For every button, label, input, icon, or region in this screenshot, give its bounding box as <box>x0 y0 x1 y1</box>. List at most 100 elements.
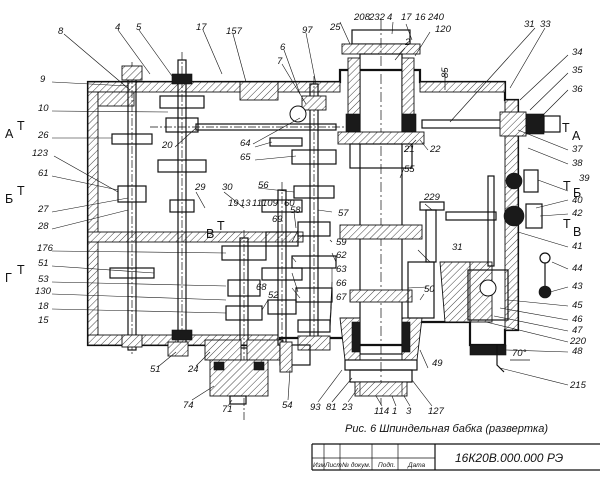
title-block-header: Изм <box>313 462 326 469</box>
callout-label: 52 <box>268 290 279 301</box>
callout-label: 56 <box>258 180 269 191</box>
callout-label: 4 <box>387 12 392 23</box>
section-tee: Т <box>17 263 25 277</box>
section-marker-v-right: Т В <box>563 217 581 239</box>
callout-label: 50 <box>424 284 435 295</box>
callout-label: 16 <box>415 12 426 23</box>
callout-label: 232 <box>368 12 386 23</box>
callout-label: 17 <box>196 22 207 33</box>
bottom-parts <box>167 70 530 405</box>
callout-label: 27 <box>37 204 49 215</box>
callout-label: 54 <box>282 400 293 411</box>
callout-label: 65 <box>240 152 251 163</box>
callout-label: 34 <box>572 47 583 58</box>
section-marker-v-mid: В Т <box>206 219 225 241</box>
shaft-2 <box>157 52 207 356</box>
callout-label: 64 <box>240 138 251 149</box>
callout-label: 59 <box>336 237 347 248</box>
section-letter: А <box>572 129 581 143</box>
callout-label: 30 <box>222 182 233 193</box>
callout-label: 63 <box>336 264 347 275</box>
callout-label: 33 <box>540 19 551 30</box>
callout-labels: 8 4 5 17 157 6 7 97 25 208 232 4 17 16 2… <box>32 12 590 417</box>
section-letter: А <box>5 127 14 141</box>
callout-label: 74 <box>183 400 194 411</box>
title-block-header: Дата <box>407 462 426 469</box>
shaft-3 <box>204 230 284 420</box>
callout-label: 26 <box>37 130 49 141</box>
callout-label: 67 <box>336 292 347 303</box>
right-mechanism <box>407 111 561 321</box>
title-block-header: № докум. <box>342 461 371 469</box>
section-marker-a-left: А Т <box>5 119 25 141</box>
section-letter: Г <box>5 271 12 285</box>
title-block-header: Подп. <box>378 461 395 469</box>
callout-label: 70° <box>512 348 527 359</box>
callout-label: 176 <box>37 243 54 254</box>
callout-label: 31 <box>452 242 463 253</box>
callout-label: 51 <box>150 364 161 375</box>
callout-label: 49 <box>432 358 443 369</box>
callout-label: 21 <box>403 144 415 155</box>
callout-label: 61 <box>38 168 49 179</box>
callout-label: 85 <box>440 67 451 78</box>
title-block-header: Лист <box>324 462 342 469</box>
callout-label: 24 <box>187 364 199 375</box>
callout-label: 215 <box>569 380 587 391</box>
figure-caption: Рис. 6 Шпиндельная бабка (развертка) <box>345 423 548 435</box>
drawing-number: 16К20В.000.000 РЭ <box>455 451 563 465</box>
callout-label: 36 <box>572 84 583 95</box>
callout-label: 123 <box>32 148 49 159</box>
callout-label: 220 <box>569 336 587 347</box>
section-tee: Т <box>17 184 25 198</box>
section-marker-b-right: Т Б <box>563 179 581 200</box>
callout-label: 37 <box>572 144 583 155</box>
leader-lines <box>51 21 569 407</box>
callout-label: 2 <box>404 37 411 48</box>
section-letter: В <box>573 225 581 239</box>
section-tee: Т <box>563 179 571 193</box>
callout-label: 39 <box>579 173 590 184</box>
callout-label: 17 <box>401 12 412 23</box>
callout-label: 10 <box>38 103 49 114</box>
callout-label: 130 <box>35 286 52 297</box>
callout-label: 28 <box>37 221 49 232</box>
callout-label: 48 <box>572 346 583 357</box>
callout-label: 47 <box>572 325 583 336</box>
callout-label: 120 <box>435 24 452 35</box>
callout-label: 240 <box>427 12 445 23</box>
callout-label: 29 <box>194 182 206 193</box>
section-marker-g-left: Г Т <box>5 263 25 285</box>
title-block: Изм Лист № докум. Подп. Дата 16К20В.000.… <box>311 443 600 471</box>
upper-cross-shaft <box>150 105 345 147</box>
section-markers: А Т Б Т В Т Г Т Т А Т Б Т В <box>5 119 581 285</box>
section-marker-b-left: Б Т <box>5 184 25 206</box>
callout-label: 41 <box>572 241 583 252</box>
spindle-assembly <box>337 20 425 405</box>
section-tee: Т <box>217 219 225 233</box>
callout-label: 46 <box>572 314 583 325</box>
section-letter: В <box>206 227 214 241</box>
callout-label: 4 <box>115 22 120 33</box>
callout-label: 1 <box>392 406 397 417</box>
callout-label: 45 <box>572 300 583 311</box>
shaft-1 <box>109 62 155 356</box>
callout-label: 127 <box>428 406 445 417</box>
callout-label: 42 <box>572 208 583 219</box>
callout-label: 55 <box>404 164 415 175</box>
callout-label: 15 <box>38 315 49 326</box>
callout-label: 20 <box>161 140 173 151</box>
callout-label: 25 <box>329 22 341 33</box>
callout-label: 23 <box>341 402 353 413</box>
callout-label: 51 <box>38 258 49 269</box>
callout-label: 71 <box>222 404 233 415</box>
callout-label: 5 <box>136 22 142 33</box>
callout-label: 35 <box>572 65 583 76</box>
callout-label: 81 <box>326 402 337 413</box>
shaft-4 <box>261 182 303 350</box>
callout-label: 31 <box>524 19 535 30</box>
callout-label: 7 <box>277 56 283 67</box>
section-tee: Т <box>563 217 571 231</box>
callout-label: 58 <box>290 205 301 216</box>
